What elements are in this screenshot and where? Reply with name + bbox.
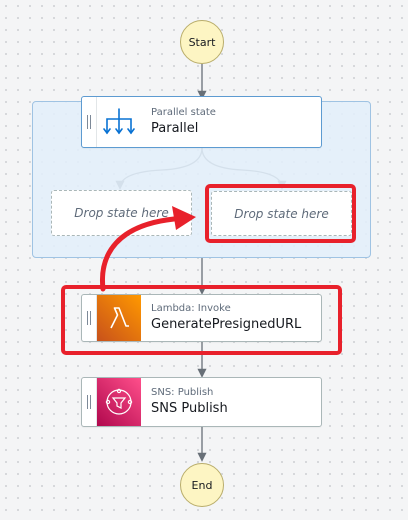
- drag-handle[interactable]: [82, 97, 97, 147]
- drop-zone-branch-1[interactable]: Drop state here: [51, 190, 192, 236]
- state-type-label: Parallel state: [151, 107, 216, 118]
- parallel-state[interactable]: Parallel state Parallel: [81, 96, 322, 148]
- state-type-label: SNS: Publish: [151, 387, 214, 398]
- state-name-label: Parallel: [151, 121, 199, 136]
- state-name-label: SNS Publish: [151, 401, 228, 416]
- sns-publish-state[interactable]: SNS: Publish SNS Publish: [81, 377, 322, 427]
- start-label: Start: [188, 35, 216, 49]
- drop-zone-label: Drop state here: [234, 206, 329, 221]
- state-type-label: Lambda: Invoke: [151, 303, 231, 314]
- parallel-state-icon: [97, 97, 141, 147]
- lambda-icon: [97, 295, 141, 341]
- sns-icon: [97, 378, 141, 426]
- state-name-label: GeneratePresignedURL: [151, 317, 302, 332]
- end-label: End: [191, 478, 213, 492]
- drop-zone-branch-2[interactable]: Drop state here: [211, 191, 352, 236]
- drop-zone-label: Drop state here: [74, 206, 169, 220]
- start-node[interactable]: Start: [180, 20, 224, 64]
- lambda-invoke-state[interactable]: Lambda: Invoke GeneratePresignedURL: [81, 294, 322, 342]
- drag-handle[interactable]: [82, 378, 97, 426]
- drag-handle[interactable]: [82, 295, 97, 341]
- end-node[interactable]: End: [180, 463, 224, 507]
